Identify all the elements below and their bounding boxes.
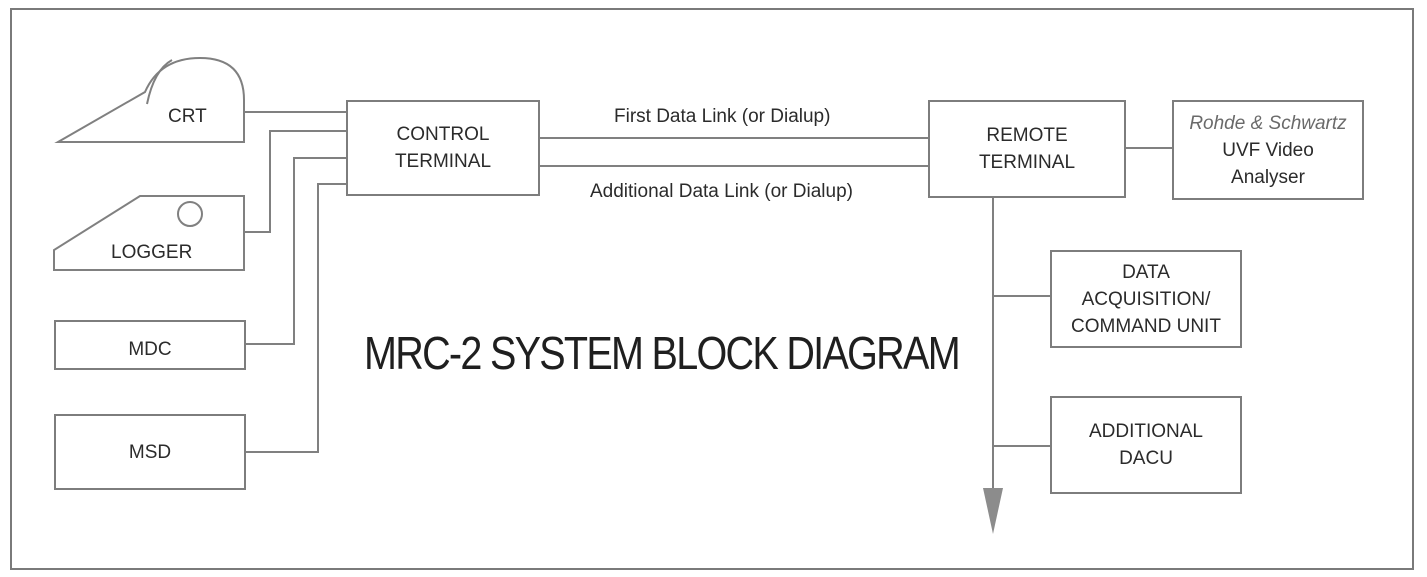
logger-shape (53, 195, 245, 271)
analyser-brand: Rohde & Schwartz (1189, 112, 1347, 134)
control-terminal-box: CONTROL TERMINAL (346, 100, 540, 196)
crt-label: CRT (168, 106, 207, 127)
bus-arrow (983, 488, 1003, 534)
additional-data-link-label: Additional Data Link (or Dialup) (590, 181, 853, 202)
crt-screen-line (146, 59, 173, 105)
msd-connector (244, 183, 346, 453)
additional-dacu-box: ADDITIONAL DACU (1050, 396, 1242, 494)
dacu-box: DATA ACQUISITION/ COMMAND UNIT (1050, 250, 1242, 348)
crt-shape (54, 56, 245, 143)
analyser-line-2: UVF Video (1222, 139, 1314, 161)
additional-dacu-line-1: ADDITIONAL (1088, 421, 1204, 442)
remote-terminal-line-1: REMOTE (986, 125, 1068, 146)
analyser-line-3: Analyser (1231, 166, 1305, 188)
dacu-line-3: COMMAND UNIT (1071, 315, 1221, 337)
mdc-box: MDC (54, 320, 246, 370)
dacu-line-1: DATA (1122, 261, 1170, 283)
remote-terminal-line-2: TERMINAL (978, 152, 1076, 173)
mdc-connector (244, 157, 346, 345)
first-data-link-label: First Data Link (or Dialup) (614, 106, 831, 127)
remote-terminal-box: REMOTE TERMINAL (928, 100, 1126, 198)
dacu-line-2: ACQUISITION/ (1081, 288, 1211, 310)
diagram-title: MRC-2 SYSTEM BLOCK DIAGRAM (364, 327, 961, 379)
logger-label: LOGGER (111, 242, 193, 263)
control-terminal-line-1: CONTROL (396, 124, 490, 145)
mdc-label: MDC (128, 338, 172, 360)
diagram-frame (10, 8, 1414, 570)
control-terminal-line-2: TERMINAL (394, 151, 492, 172)
additional-dacu-line-2: DACU (1119, 448, 1173, 469)
analyser-box: Rohde & Schwartz UVF Video Analyser (1172, 100, 1364, 200)
logger-knob (177, 201, 203, 227)
logger-connector (244, 130, 346, 233)
msd-box: MSD (54, 414, 246, 490)
msd-label: MSD (128, 441, 172, 463)
